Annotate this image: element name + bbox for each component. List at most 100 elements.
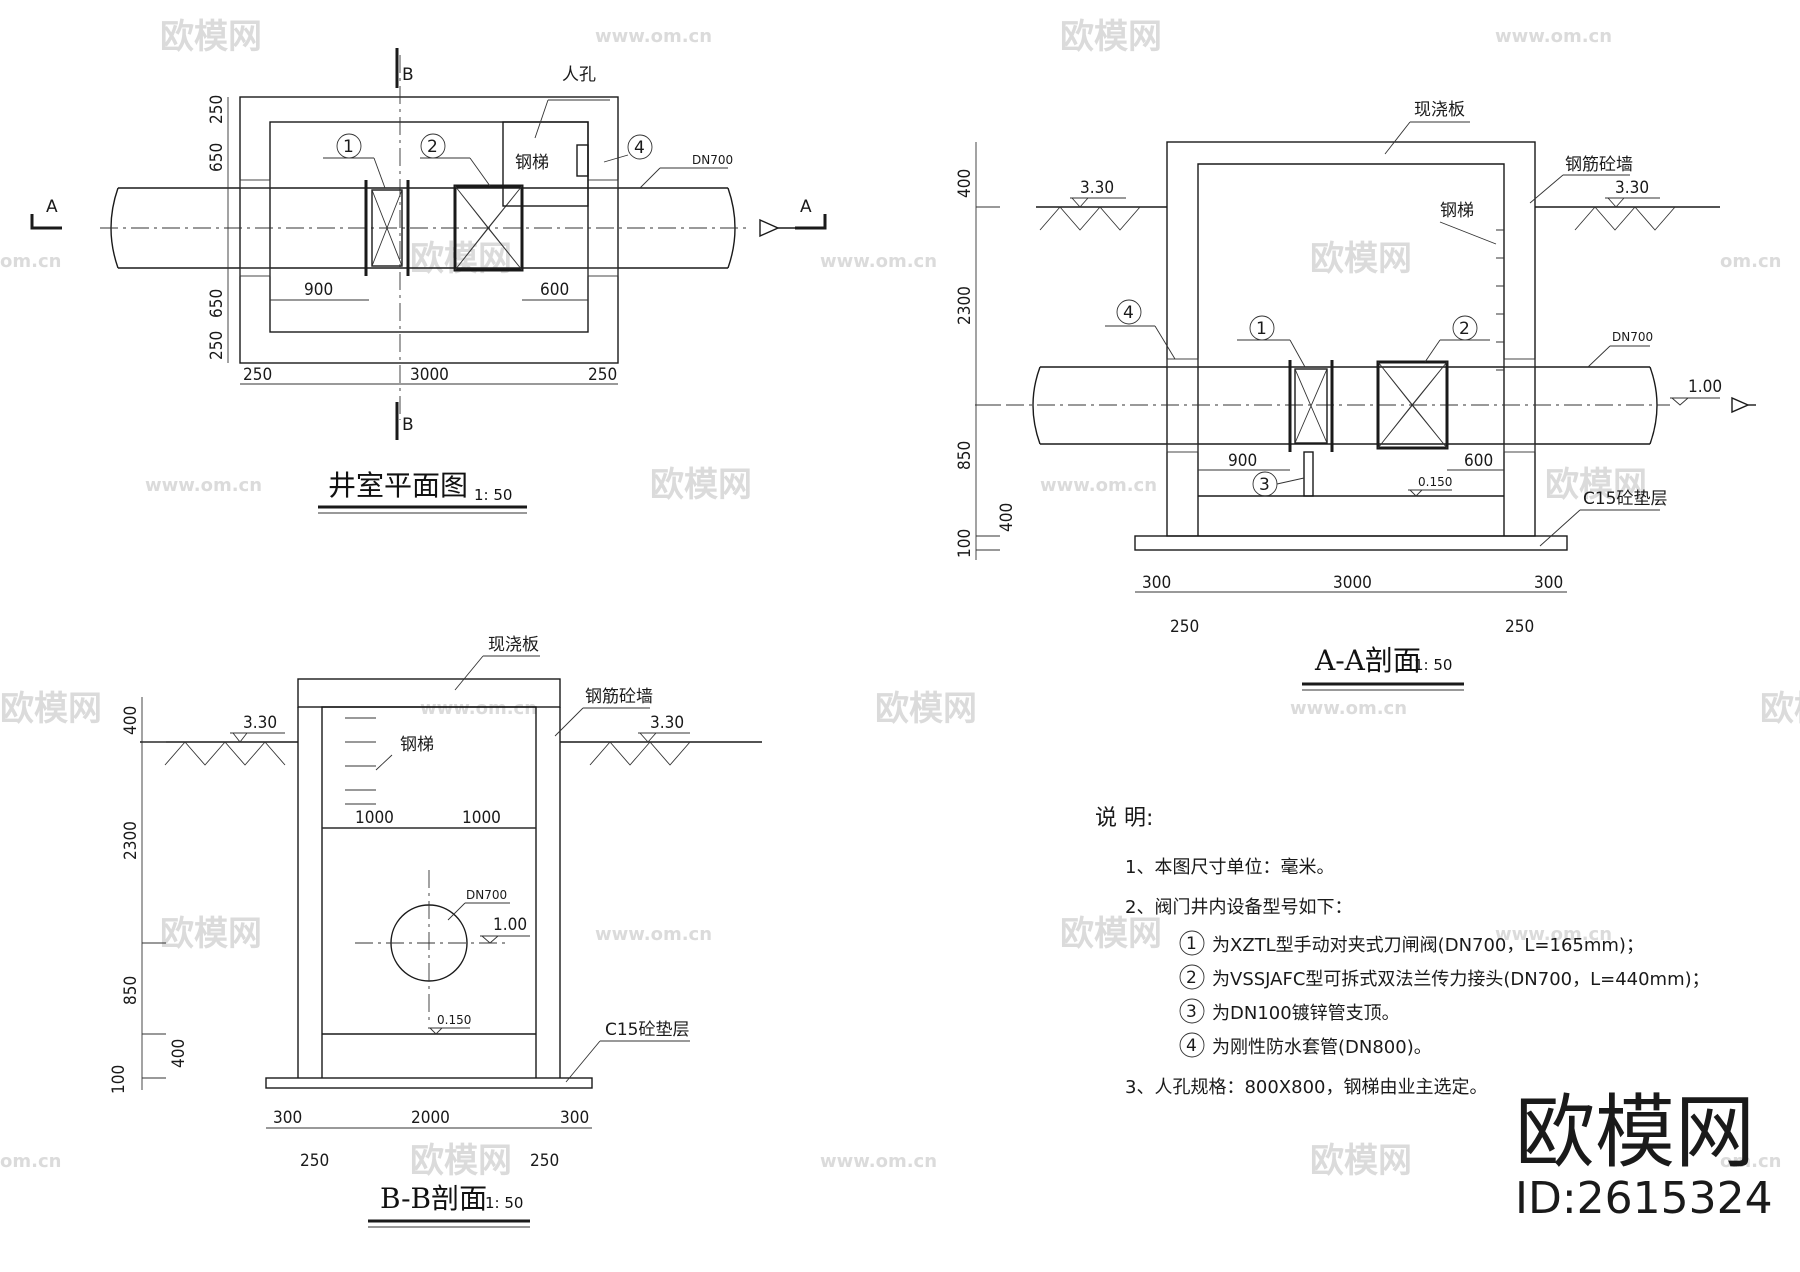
plan-valve-1 [371,189,403,267]
watermark-brand: 欧模网 [1545,465,1647,505]
bb-title: B-B剖面 [380,1182,487,1215]
aa-item-4-num: 4 [1123,303,1134,323]
dim-text: 400 [169,1039,189,1068]
plan-view: 人孔 钢梯 DN700 1 2 4 A A B B 250 650 650 25… [30,48,827,514]
watermark-layer: 欧模网 www.om.cn 欧模网 www.om.cn om.cn 欧模网 ww… [0,17,1800,1181]
elevation-text: 3.30 [650,713,684,733]
notes-block: 说 明: 1、本图尺寸单位：毫米。 2、阀门井内设备型号如下： 1 为XZTL型… [1095,806,1710,1098]
note-item-3: 为DN100镀锌管支顶。 [1212,1003,1400,1024]
watermark-brand: 欧模网 [1760,689,1800,729]
plan-ladder [576,144,589,177]
brand-logo-text: 欧模网 [1515,1086,1755,1179]
elevation-mark [1670,397,1720,406]
ground-hatch [589,741,691,766]
plan-item-4-marker [627,134,653,160]
leader [1276,477,1305,485]
dim-text: 3000 [410,365,449,385]
bb-wall-label: 钢筋砼墙 [585,687,653,707]
plan-pipe-label: DN700 [692,153,733,167]
dim-text: 650 [207,289,227,318]
leader [639,167,661,189]
dim-text: 300 [1142,573,1171,593]
note-item-2-marker [1179,964,1205,990]
watermark-url: www.om.cn [1495,26,1612,47]
elevation-text: 0.150 [437,1013,471,1027]
watermark-url: www.om.cn [820,1151,937,1172]
watermark-brand: 欧模网 [410,239,512,279]
bb-slab-label: 现浇板 [488,635,539,655]
watermark-url: om.cn [0,251,61,272]
notes-heading: 说 明: [1095,806,1153,831]
section-bb-view: 3.30 3.30 DN700 1.00 0.150 现浇板 钢筋砼墙 钢梯 C… [109,635,762,1228]
section-b-label: B [402,65,414,85]
aa-ladder-label: 钢梯 [1440,201,1474,221]
watermark-url: www.om.cn [820,251,937,272]
note-item-2-num: 2 [1186,968,1197,988]
leader [554,707,584,737]
watermark-url: om.cn [1720,251,1781,272]
aa-slab-label: 现浇板 [1414,100,1465,120]
watermark-brand: 欧模网 [1310,239,1412,279]
leader [603,154,629,163]
aa-joint-2-cross [1377,361,1448,449]
ground-hatch [164,741,286,766]
elevation-mark [1605,197,1660,208]
bb-ladder-rungs [345,717,376,805]
aa-outer-wall [1166,141,1536,537]
aa-pipe-end-left [1032,366,1041,445]
dim-text: 250 [243,365,272,385]
bb-inner-wall [321,706,537,1078]
note-item-3-marker [1179,998,1205,1024]
dim-text: 250 [207,95,227,124]
leader [373,157,386,189]
aa-pipe-end-right [1649,366,1658,445]
plan-ladder-label: 钢梯 [515,153,549,173]
plan-sleeve [239,179,271,189]
aa-valve-1-cross [1294,368,1328,444]
leader [1439,221,1497,245]
leader [1424,339,1441,363]
leader [1154,325,1176,360]
elevation-mark [230,732,285,743]
watermark-brand: 欧模网 [0,689,102,729]
section-aa-view: 3.30 3.30 3 1 2 [955,100,1756,691]
plan-outer-wall [239,96,619,364]
dim-text: 400 [997,503,1017,532]
elevation-text: 3.30 [243,713,277,733]
dim-text: 300 [560,1108,589,1128]
elevation-text: 0.150 [1418,475,1452,489]
elevation-text: 3.30 [1080,178,1114,198]
bb-ladder-label: 钢梯 [400,735,434,755]
aa-joint-2 [1376,360,1449,450]
elevation-mark [1070,197,1126,208]
dim-text: 1000 [462,808,501,828]
note-1: 1、本图尺寸单位：毫米。 [1125,857,1334,878]
watermark-url: www.om.cn [1495,924,1612,945]
aa-sleeve [1166,443,1199,453]
plan-valve-1-cross [371,189,403,267]
flow-arrow [759,218,780,238]
watermark-url: om.cn [1720,1151,1781,1172]
aa-item-4-marker [1116,299,1142,325]
dim-text: 600 [1464,451,1493,471]
section-mark-a-right [795,214,827,230]
aa-inner-wall [1197,163,1505,536]
elevation-text: 3.30 [1615,178,1649,198]
plan-sleeve [587,267,619,277]
watermark-brand: 欧模网 [160,914,262,954]
leader [375,754,393,771]
leader [1384,121,1411,155]
bb-pad-label: C15砼垫层 [605,1020,690,1040]
dim-text: 250 [530,1151,559,1171]
plan-sleeve [587,179,619,189]
watermark-url: www.om.cn [1040,475,1157,496]
ground-hatch [1574,206,1676,231]
dim-text: 250 [588,365,617,385]
note-3: 3、人孔规格：800X800，钢梯由业主选定。 [1125,1077,1488,1098]
dim-text: 650 [207,143,227,172]
brand-id: ID:2615324 [1515,1173,1773,1224]
plan-joint-2 [453,184,524,272]
elevation-mark [638,732,690,743]
note-item-4-marker [1179,1032,1205,1058]
